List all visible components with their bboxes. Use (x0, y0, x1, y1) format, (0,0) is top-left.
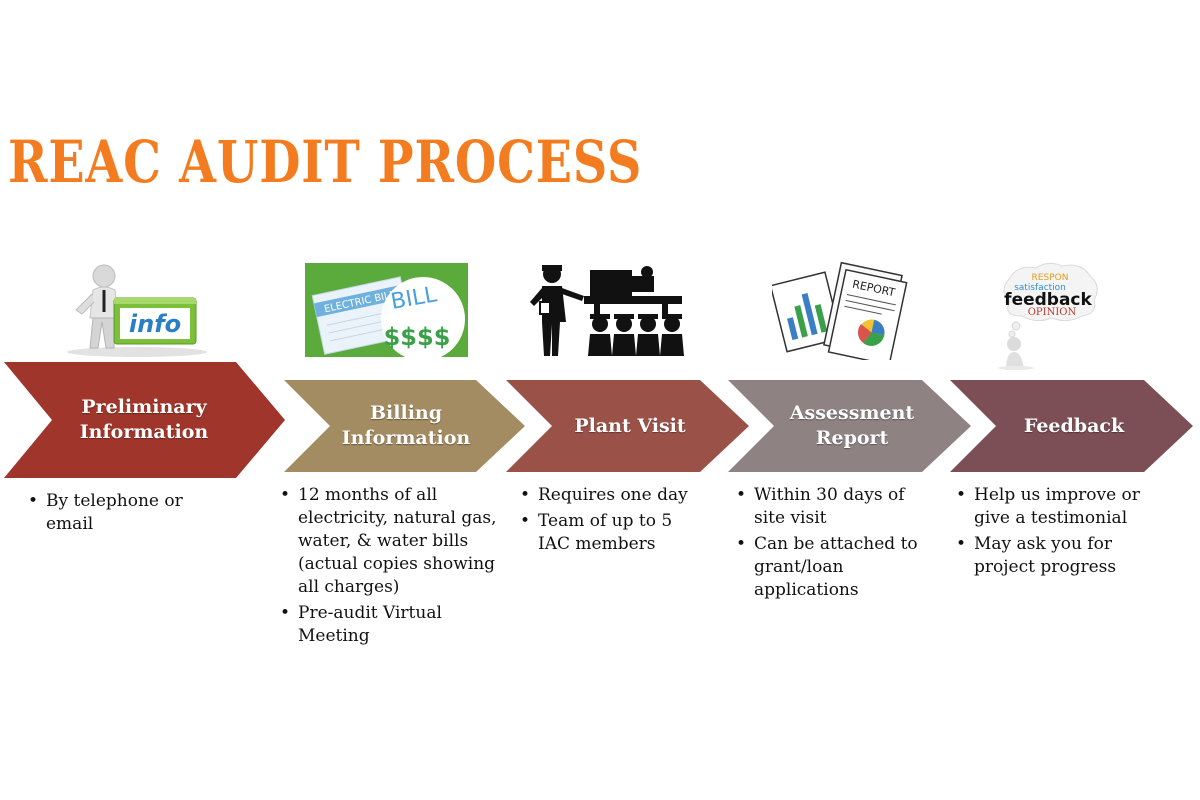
list-item: 12 months of all electricity, natural ga… (280, 484, 518, 599)
bullets-plant-visit: Requires one day Team of up to 5 IAC mem… (520, 484, 700, 559)
report-icon: REPORT (772, 261, 908, 360)
info-icon: info (67, 264, 207, 357)
bullets-feedback: Help us improve or give a testimonial Ma… (956, 484, 1166, 582)
step-label-billing-information: Billing Information (341, 402, 471, 449)
svg-text:OPINION: OPINION (1028, 307, 1077, 318)
electric-bill-icon: ELECTRIC BILL BILL $$$$ (305, 263, 468, 357)
list-item: Can be attached to grant/loan applicatio… (736, 533, 936, 602)
svg-text:info: info (129, 310, 181, 338)
list-item: Requires one day (520, 484, 700, 507)
list-item: Help us improve or give a testimonial (956, 484, 1166, 530)
list-item: May ask you for project progress (956, 533, 1166, 579)
step-label-plant-visit: Plant Visit (574, 414, 686, 437)
list-item: Team of up to 5 IAC members (520, 510, 700, 556)
step-label-preliminary-information: Preliminary Information (79, 396, 209, 443)
step-label-feedback: Feedback (1023, 414, 1125, 437)
list-item: Pre-audit Virtual Meeting (280, 602, 518, 648)
list-item: Within 30 days of site visit (736, 484, 936, 530)
svg-text:feedback: feedback (1004, 290, 1092, 310)
list-item: By telephone or email (28, 490, 228, 536)
bullets-assessment-report: Within 30 days of site visit Can be atta… (736, 484, 936, 605)
svg-text:satisfaction: satisfaction (1014, 283, 1066, 293)
feedback-icon: RESPON satisfaction feedback OPINION (998, 262, 1098, 370)
svg-text:$$$$: $$$$ (384, 323, 451, 351)
bullets-preliminary-information: By telephone or email (28, 490, 228, 539)
step-label-assessment-report: Assessment Report (789, 402, 915, 449)
page-title: REAC AUDIT PROCESS (8, 128, 643, 196)
bullets-billing-information: 12 months of all electricity, natural ga… (280, 484, 518, 651)
plant-visit-icon (530, 265, 684, 356)
svg-text:RESPON: RESPON (1032, 273, 1069, 283)
